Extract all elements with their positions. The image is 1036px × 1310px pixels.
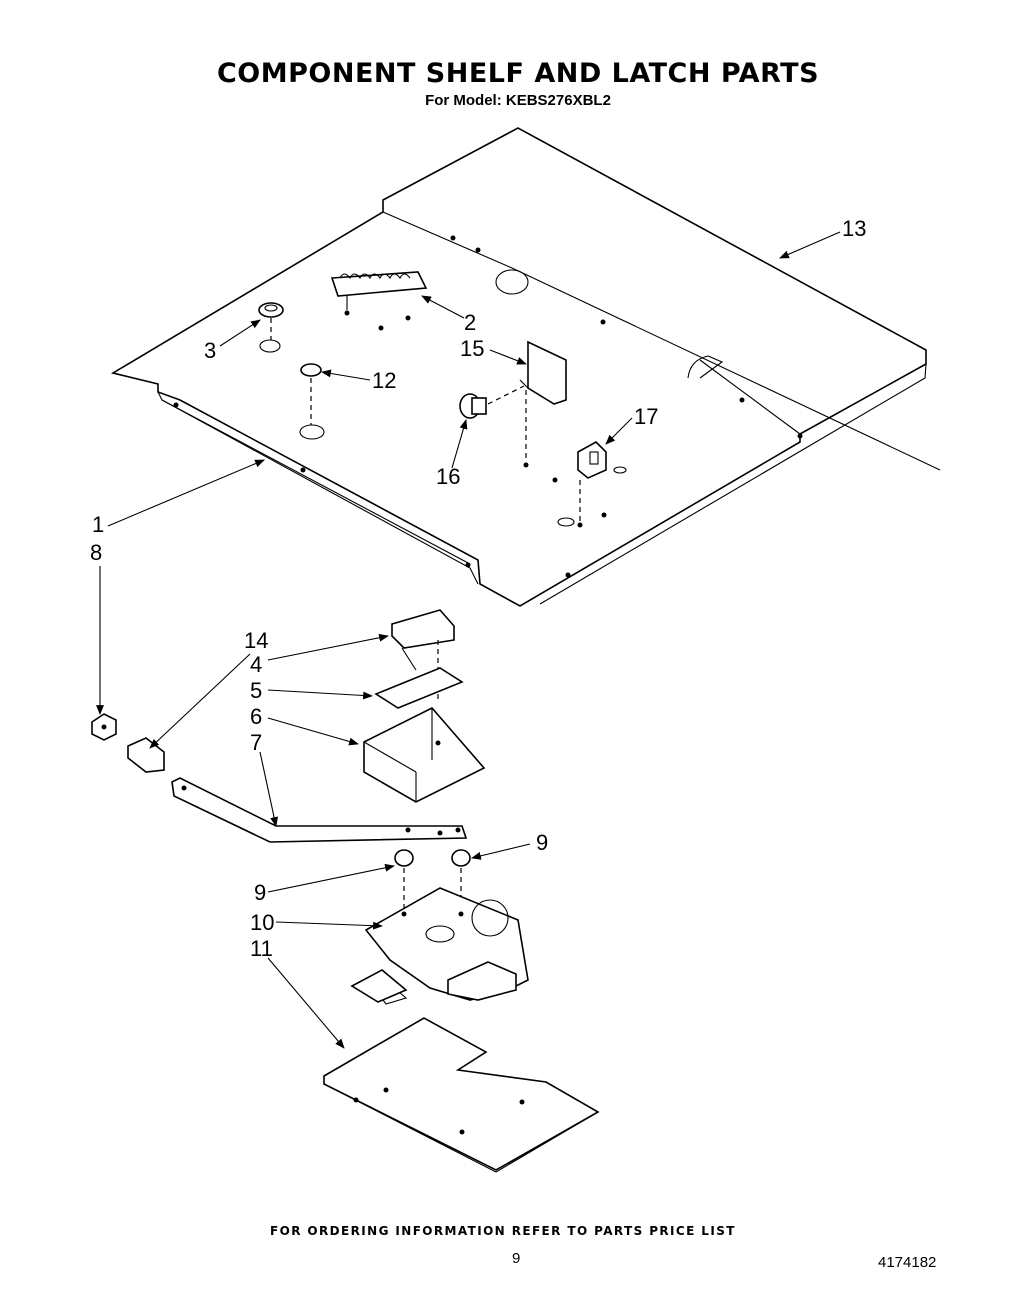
latch-link bbox=[171, 777, 468, 843]
callout-8: 8 bbox=[90, 540, 102, 565]
callout-10: 10 bbox=[250, 910, 274, 935]
callout-14: 14 bbox=[244, 628, 268, 653]
component-shelf bbox=[110, 127, 941, 607]
callout-11: 11 bbox=[250, 936, 273, 961]
spacers bbox=[394, 849, 471, 912]
callout-5: 5 bbox=[250, 678, 262, 703]
interlock-switch bbox=[391, 609, 455, 700]
model-subtitle: For Model: KEBS276XBL2 bbox=[425, 92, 611, 109]
shelf-switch bbox=[577, 441, 607, 528]
leader-lines bbox=[96, 231, 841, 1049]
callout-4: 4 bbox=[250, 652, 262, 677]
latch-assembly bbox=[350, 887, 529, 1005]
callout-9-right: 9 bbox=[536, 830, 548, 855]
insulator bbox=[374, 667, 464, 709]
callout-9-left: 9 bbox=[254, 880, 266, 905]
callout-1: 1 bbox=[92, 512, 104, 537]
hole-plug bbox=[300, 363, 322, 425]
grommet bbox=[258, 302, 284, 340]
latch-tip bbox=[127, 737, 165, 773]
callout-6: 6 bbox=[250, 704, 262, 729]
ordering-footer: FOR ORDERING INFORMATION REFER TO PARTS … bbox=[270, 1224, 736, 1238]
document-number: 4174182 bbox=[878, 1254, 937, 1271]
switch-box bbox=[363, 707, 486, 803]
lamp-socket bbox=[459, 385, 525, 419]
bracket bbox=[519, 340, 567, 468]
callout-17: 17 bbox=[634, 404, 658, 429]
terminal-block bbox=[330, 271, 428, 316]
callout-3: 3 bbox=[204, 338, 216, 363]
callout-13: 13 bbox=[842, 216, 866, 241]
callout-16: 16 bbox=[436, 464, 460, 489]
callout-12: 12 bbox=[372, 368, 396, 393]
page-number: 9 bbox=[512, 1250, 521, 1267]
bumper bbox=[91, 713, 117, 741]
shield-plate bbox=[323, 1017, 600, 1173]
callout-15: 15 bbox=[460, 336, 484, 361]
callout-2: 2 bbox=[464, 310, 476, 335]
callout-7: 7 bbox=[250, 730, 262, 755]
page-title: COMPONENT SHELF AND LATCH PARTS bbox=[216, 58, 820, 89]
